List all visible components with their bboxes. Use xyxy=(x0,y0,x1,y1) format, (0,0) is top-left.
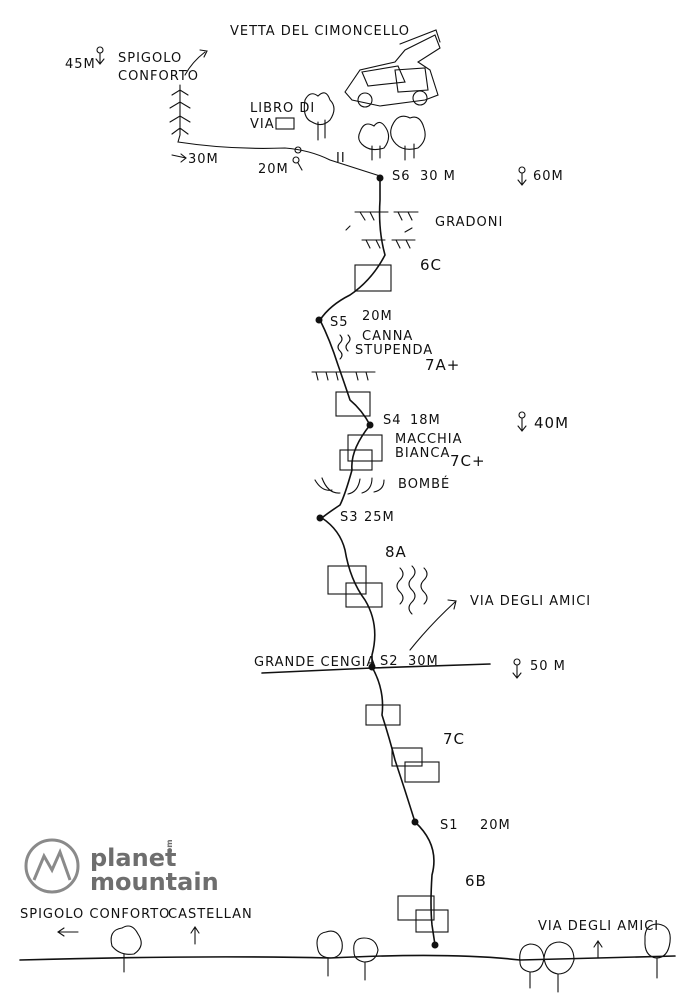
grade-pitch-2: 7C xyxy=(443,730,465,748)
svg-text:25M: 25M xyxy=(364,510,395,525)
macchia-label-1: MACCHIA xyxy=(395,432,463,447)
grade-II-label: II xyxy=(336,151,346,166)
rappel-45m-label: 45M xyxy=(65,57,96,72)
gradoni-label: GRADONI xyxy=(435,215,503,230)
macchia-label-2: BIANCA xyxy=(395,446,450,461)
overhang-ledge xyxy=(311,371,376,381)
svg-text:30 M: 30 M xyxy=(420,169,456,184)
spigolo-conforto-label-2: CONFORTO xyxy=(118,69,199,84)
bottom-castellan-label: CASTELLAN xyxy=(168,907,253,922)
anchor-icon xyxy=(292,146,303,171)
station-S1: S1 20M xyxy=(440,818,511,833)
ground-trees xyxy=(110,923,671,993)
svg-text:mountain: mountain xyxy=(90,868,219,896)
canna-label-1: CANNA xyxy=(362,329,413,344)
rappel-60m: 60M xyxy=(517,166,564,186)
svg-text:com: com xyxy=(165,839,174,858)
bottom-via-degli-amici-label: VIA DEGLI AMICI xyxy=(538,919,659,934)
svg-text:S2: S2 xyxy=(380,654,399,669)
car-drawing xyxy=(344,29,441,108)
via-degli-amici-label: VIA DEGLI AMICI xyxy=(470,594,591,609)
grade-pitch-1: 6B xyxy=(465,872,487,890)
svg-text:S4: S4 xyxy=(383,413,402,428)
bottom-spigolo-conforto-label: SPIGOLO CONFORTO xyxy=(20,907,170,922)
route-line xyxy=(319,177,436,946)
svg-text:20M: 20M xyxy=(480,818,511,833)
svg-text:40M: 40M xyxy=(534,414,569,432)
summit-book-label-2: VIA xyxy=(250,117,275,132)
bombe-label: BOMBÉ xyxy=(398,476,450,492)
rappel-40m: 40M xyxy=(517,411,569,432)
rappel-50m: 50 M xyxy=(512,658,566,679)
tree-cluster-summit xyxy=(303,92,426,161)
svg-text:60M: 60M xyxy=(533,169,564,184)
svg-text:S3: S3 xyxy=(340,510,359,525)
grade-pitch-5: 7A+ xyxy=(425,356,460,374)
grade-pitch-6: 6C xyxy=(420,256,442,274)
svg-text:S5: S5 xyxy=(330,315,349,330)
arrow-icon xyxy=(184,49,208,76)
book-icon xyxy=(275,117,295,130)
traverse-30m-label: 30M xyxy=(188,152,219,167)
station-S4: S4 18M xyxy=(383,413,441,428)
summit-book-label-1: LIBRO DI xyxy=(250,101,315,116)
gradoni-ledges xyxy=(345,211,419,249)
svg-text:S6: S6 xyxy=(392,169,411,184)
grande-cengia-ledge xyxy=(261,663,491,674)
via-degli-amici-arrow-icon xyxy=(409,599,457,651)
grande-cengia-label: GRANDE CENGIA xyxy=(254,655,376,670)
planetmountain-logo: planet mountain com xyxy=(24,838,219,896)
rappel-anchor-icon xyxy=(95,46,105,65)
arrow-up-icon xyxy=(190,926,200,945)
bombe-arcs xyxy=(314,477,385,495)
svg-text:50 M: 50 M xyxy=(530,659,566,674)
summit-label: VETTA DEL CIMONCELLO xyxy=(230,24,410,39)
rock-feature-boxes xyxy=(327,264,449,933)
station-S6: S6 30 M xyxy=(392,169,456,184)
arrow-left-icon xyxy=(57,927,79,937)
svg-text:planet: planet xyxy=(90,844,176,872)
arrow-up-icon xyxy=(593,940,603,959)
spigolo-conforto-label-1: SPIGOLO xyxy=(118,51,182,66)
canna-marks xyxy=(337,334,351,360)
station-S3: S3 25M xyxy=(340,510,395,525)
canna-label-2: STUPENDA xyxy=(355,343,433,358)
svg-text:20M: 20M xyxy=(362,309,393,324)
arete-scribble xyxy=(169,84,381,177)
anchor-20m-label: 20M xyxy=(258,162,289,177)
arrow-right-icon xyxy=(171,153,187,163)
station-S5: S5 20M xyxy=(330,309,393,330)
svg-text:S1: S1 xyxy=(440,818,459,833)
grade-pitch-4: 7C+ xyxy=(450,452,486,470)
grade-pitch-3: 8A xyxy=(385,543,407,561)
streak-marks xyxy=(396,565,428,615)
svg-text:18M: 18M xyxy=(410,413,441,428)
ground-line xyxy=(19,954,676,961)
